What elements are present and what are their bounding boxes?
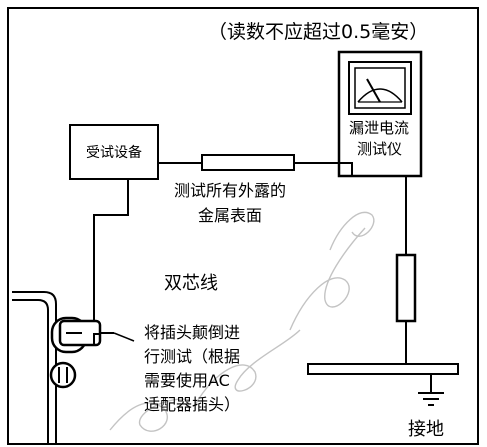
ground-bar <box>307 363 459 375</box>
ground-label: 接地 <box>408 419 444 440</box>
two-core-cord <box>93 179 129 334</box>
plug-to-label-pointer <box>113 332 135 342</box>
plug-note-line1: 将插头颠倒进 <box>144 323 241 342</box>
ground-resistor <box>395 253 417 323</box>
wall-outlet-plate <box>12 299 49 445</box>
surfaces-label-line1: 测试所有外露的 <box>174 181 287 200</box>
plug-note-line3: 需要使用AC <box>144 371 230 390</box>
plug-note-line2: 行测试（根据 <box>144 347 241 366</box>
meter-label-line2: 测试仪 <box>357 140 403 158</box>
surfaces-label-line2: 金属表面 <box>198 206 263 225</box>
outer-frame <box>7 7 479 445</box>
meter-scale-arc <box>357 88 403 103</box>
probe-resistor <box>201 154 295 171</box>
device-under-test-box <box>69 124 159 180</box>
plug-cord-joint <box>93 333 100 345</box>
wire-probe-to-meter <box>294 162 353 176</box>
outlet-socket-bottom <box>49 361 77 389</box>
device-under-test-label: 受试设备 <box>86 145 142 161</box>
meter-label-line1: 漏泄电流 <box>349 119 410 137</box>
outlet-plate-border <box>12 291 57 444</box>
meter-needle <box>366 78 381 103</box>
watermark-graphic <box>109 211 375 432</box>
reading-limit-note: （读数不应超过0.5毫安） <box>208 21 429 43</box>
two-core-cord-label: 双芯线 <box>164 273 218 294</box>
plug-note-line4: 适配器插头） <box>144 395 241 414</box>
